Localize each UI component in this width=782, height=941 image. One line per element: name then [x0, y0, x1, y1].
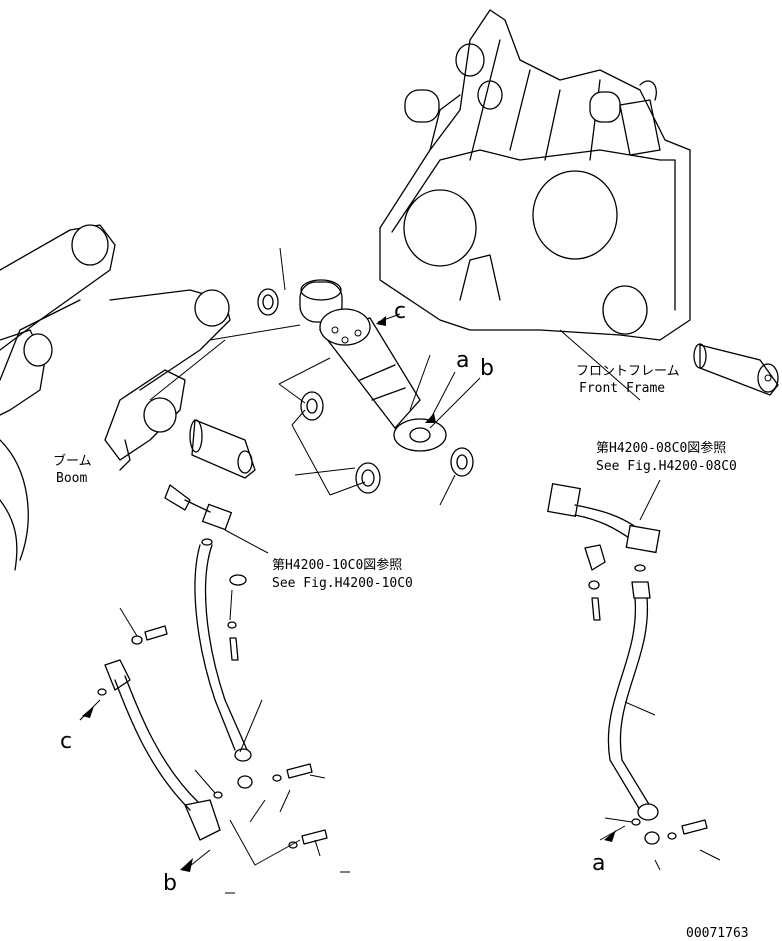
callout-a-top: a	[456, 348, 469, 373]
reference-lower-en: See Fig.H4200-10C0	[272, 576, 413, 591]
callout-c-top: c	[394, 299, 406, 324]
callout-arrows	[79, 316, 616, 872]
drawing-number: 00071763	[686, 926, 749, 941]
callout-b-top: b	[480, 356, 494, 381]
boom-label-jp: ブーム	[53, 453, 92, 469]
seal-rings	[257, 288, 474, 494]
right-hose-assembly	[547, 479, 721, 871]
frame-pin	[693, 343, 779, 396]
front-frame	[299, 9, 691, 341]
leader-lines	[149, 247, 641, 506]
reference-upper-jp: 第H4200-08C0図参照	[596, 440, 726, 456]
callout-b-bottom: b	[163, 871, 177, 896]
boom	[0, 224, 231, 571]
callout-c-left: c	[60, 729, 72, 754]
front-frame-label-jp: フロントフレーム	[576, 364, 680, 379]
reference-upper-en: See Fig.H4200-08C0	[596, 459, 737, 474]
reference-lower-jp: 第H4200-10C0図参照	[272, 557, 402, 573]
left-hose-assembly	[79, 484, 350, 894]
steering-cylinder	[318, 308, 447, 452]
boom-label-en: Boom	[56, 471, 87, 486]
front-frame-label-en: Front Frame	[579, 381, 665, 396]
callout-a-bottom: a	[592, 851, 605, 876]
boom-pin	[189, 419, 256, 479]
